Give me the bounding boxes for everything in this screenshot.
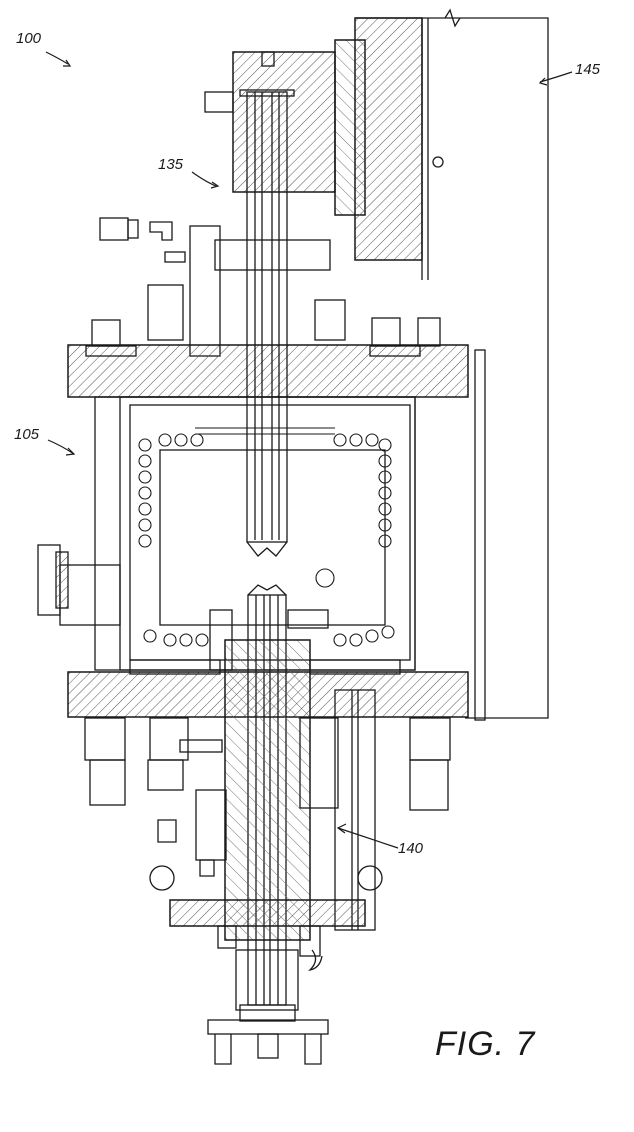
heating-coils xyxy=(139,428,394,646)
top-flange xyxy=(68,318,468,397)
ref-label-135: 135 xyxy=(158,156,183,173)
figure-caption: FIG. 7 xyxy=(435,1025,535,1064)
ref-label-105: 105 xyxy=(14,426,39,443)
lower-rod-140 xyxy=(210,585,328,1005)
ref-label-145: 145 xyxy=(575,61,600,78)
ref-label-140: 140 xyxy=(398,840,423,857)
chamber-105 xyxy=(38,397,415,670)
upper-fittings xyxy=(100,218,345,356)
upper-housing xyxy=(205,18,443,260)
ref-label-100: 100 xyxy=(16,30,41,47)
